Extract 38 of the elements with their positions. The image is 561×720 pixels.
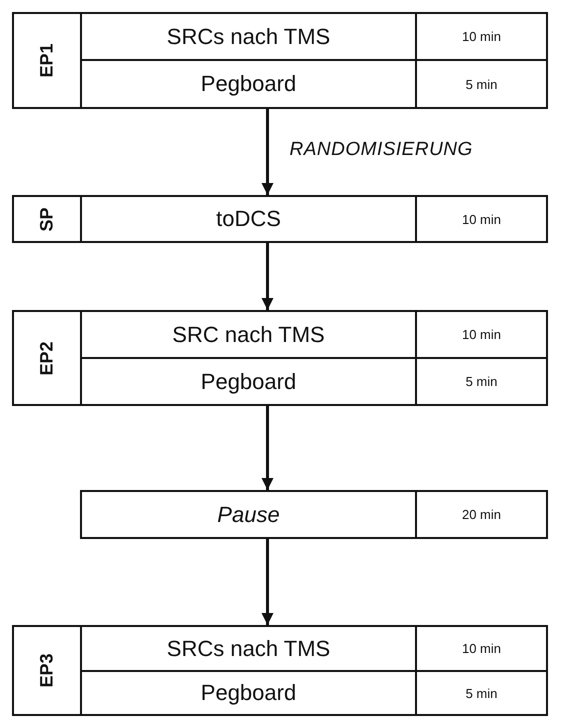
duration-box [415, 195, 548, 243]
phase-label: SP [36, 207, 58, 231]
phase-label: EP1 [36, 43, 58, 78]
step-label: Pegboard [200, 680, 296, 706]
step-label: SRCs nach TMS [166, 636, 330, 662]
step-label: SRCs nach TMS [166, 24, 330, 50]
step-label: toDCS [216, 206, 281, 232]
duration-text: 5 min [466, 76, 498, 92]
duration-box [415, 59, 548, 109]
duration-text: 10 min [462, 212, 502, 226]
step-label: Pegboard [200, 368, 296, 394]
duration-box [415, 670, 548, 716]
duration-box [415, 310, 548, 359]
phase-label-box [12, 310, 82, 406]
phase-label-box [12, 195, 82, 243]
duration-text: 10 min [462, 29, 502, 44]
arrow [262, 406, 274, 490]
duration-text: 5 min [466, 686, 498, 700]
phase-label: EP3 [36, 653, 58, 688]
arrow [262, 539, 274, 625]
phase-label-box [12, 625, 82, 716]
duration-box [415, 625, 548, 672]
duration-box [415, 12, 548, 61]
step-box [80, 195, 417, 243]
arrow [262, 243, 274, 310]
duration-text: 10 min [462, 641, 502, 656]
step-label: Pegboard [200, 71, 296, 97]
arrow [262, 109, 274, 195]
phase-label: EP2 [36, 340, 58, 376]
step-label: Pause [217, 502, 280, 528]
duration-box [415, 490, 548, 539]
duration-text: 10 min [462, 327, 502, 342]
step-label: SRC nach TMS [172, 322, 325, 348]
duration-box [415, 357, 548, 406]
duration-text: 20 min [462, 507, 502, 522]
step-box [80, 490, 417, 539]
duration-text: 5 min [466, 374, 498, 389]
phase-label-box [12, 12, 82, 109]
